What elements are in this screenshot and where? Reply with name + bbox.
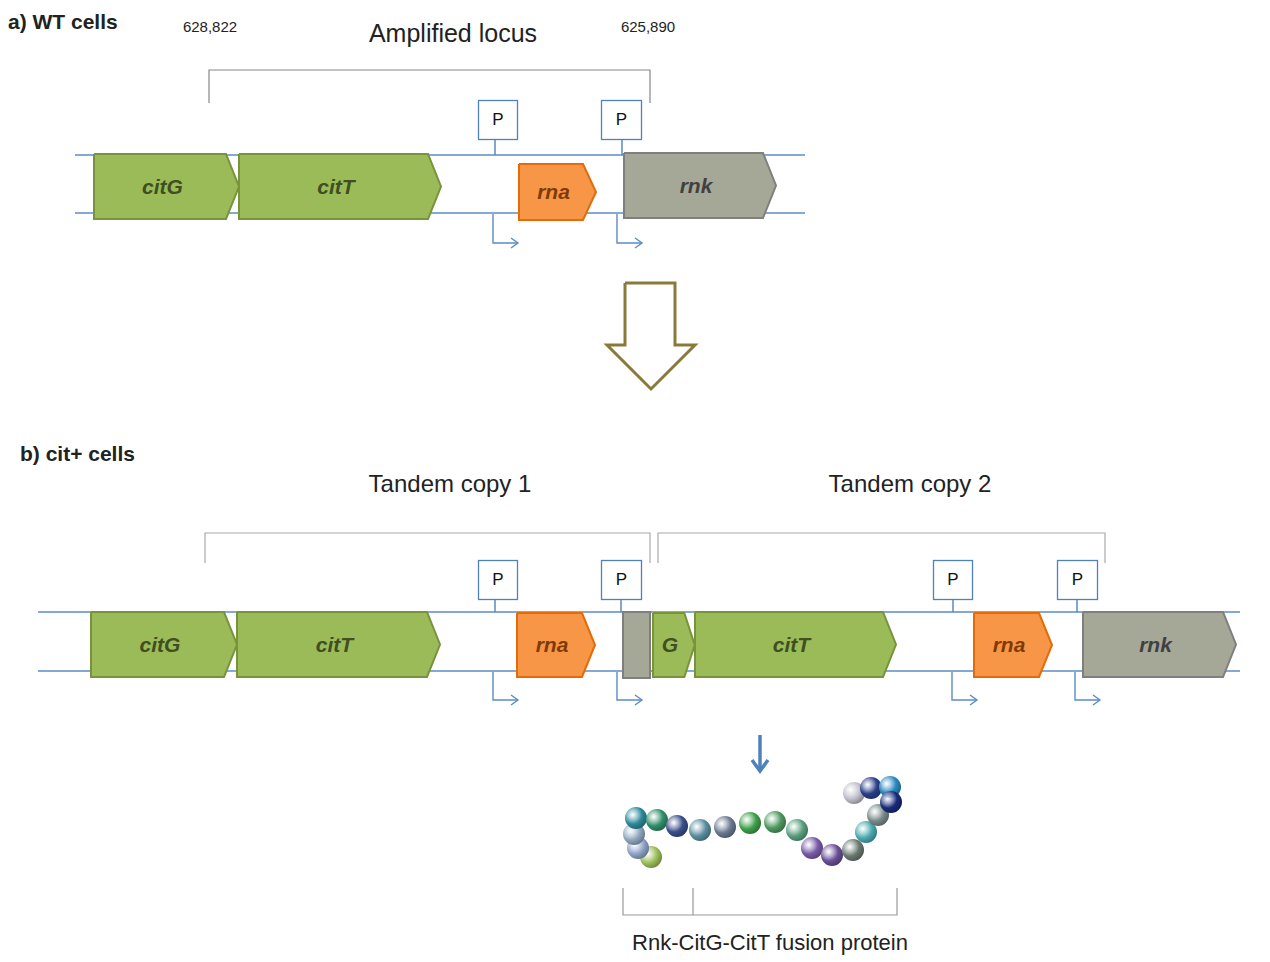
gene-shape [1083,612,1236,677]
promoter-label: P [947,570,958,590]
gene-arrow: rnk [623,152,777,219]
protein-bead [646,809,668,831]
gene-name: citG [140,633,189,657]
gene-name: rnk [1139,633,1180,657]
gene-shape [239,154,441,219]
promoter-rect [934,561,973,600]
coordinate-label: 625,890 [621,18,675,35]
gene-shape [519,164,596,220]
copy-bracket [658,533,1105,563]
gene-arrow: citT [236,611,441,678]
transcription-arrow-head [635,695,642,705]
gene-name: rna [993,633,1034,657]
gene-arrow: citG [93,153,240,220]
annotation-label: Rnk-CitG-CitT fusion protein [632,930,908,956]
promoter-box: P [601,100,642,140]
gene-name: G [662,633,686,657]
protein-bracket [692,888,693,915]
promoter-rect [602,101,642,140]
promoter-stem [620,600,621,612]
gene-shape [237,612,440,677]
promoter-box: P [601,560,642,600]
gene-shape [91,612,237,677]
gene-shape [517,613,595,677]
gene-shape [94,154,239,219]
locus-bracket [209,70,650,103]
gene-arrow: rna [973,612,1053,678]
gene-arrow: citT [694,611,897,678]
copy-bracket [205,533,650,563]
gene-name: citT [773,633,818,657]
promoter-box: P [478,560,518,600]
promoter-label: P [492,110,503,130]
promoter-box: P [933,560,973,600]
promoter-box: P [478,100,518,140]
transcription-arrow [493,672,517,700]
translation-arrow-head [752,760,768,771]
rnk-fragment [623,612,650,678]
gene-arrow: rnk [1082,611,1237,678]
protein-bead [764,811,786,833]
gene-shape [695,612,896,677]
transition-arrow [607,283,695,389]
gene-arrow: citT [238,153,442,220]
protein-bead [689,819,711,841]
promoter-rect [602,561,642,600]
gene-arrow: G [652,612,696,678]
transcription-arrow [493,214,517,243]
panel-label: b) cit+ cells [20,442,135,466]
gene-shape [653,613,695,677]
gene-arrow: rna [516,612,596,678]
protein-bead [739,812,761,834]
panel-label: a) WT cells [8,10,118,34]
promoter-stem [494,140,495,155]
promoter-rect [479,561,518,600]
transcription-arrow-head [1093,695,1100,705]
protein-bead [801,837,823,859]
gene-arrow: citG [90,611,238,678]
coordinate-label: 628,822 [183,18,237,35]
gene-arrow: rna [518,163,597,221]
transcription-arrow-head [511,238,518,248]
promoter-label: P [616,570,627,590]
transcription-arrow-head [970,695,977,705]
gene-name: citT [316,633,361,657]
gene-name: rnk [680,174,721,198]
promoter-box: P [1057,560,1098,600]
annotation-label: Tandem copy 2 [829,470,992,498]
promoter-stem [494,600,495,612]
translation-arrow [758,735,762,768]
promoter-stem [952,600,953,612]
promoter-rect [1058,561,1098,600]
gene-name: citG [142,175,191,199]
transcription-arrow [952,672,976,700]
protein-bead [842,839,864,861]
promoter-stem [621,140,622,155]
promoter-label: P [616,110,627,130]
protein-bead [714,816,736,838]
transcription-arrow-head [635,238,642,248]
gene-name: rna [536,633,577,657]
promoter-stem [1076,600,1077,612]
protein-bead [666,815,688,837]
gene-shape [974,613,1052,677]
protein-bead [880,791,902,813]
promoter-label: P [1072,570,1083,590]
protein-bead [860,777,882,799]
protein-bead [821,844,843,866]
promoter-label: P [492,570,503,590]
gene-name: citT [317,175,362,199]
annotation-label: Amplified locus [369,19,537,48]
gene-name: rna [537,180,578,204]
transcription-arrow-head [511,695,518,705]
protein-bracket [623,888,897,915]
gene-shape [624,153,776,218]
protein-bead [786,819,808,841]
protein-bead [625,807,647,829]
promoter-rect [479,101,518,140]
annotation-label: Tandem copy 1 [369,470,532,498]
